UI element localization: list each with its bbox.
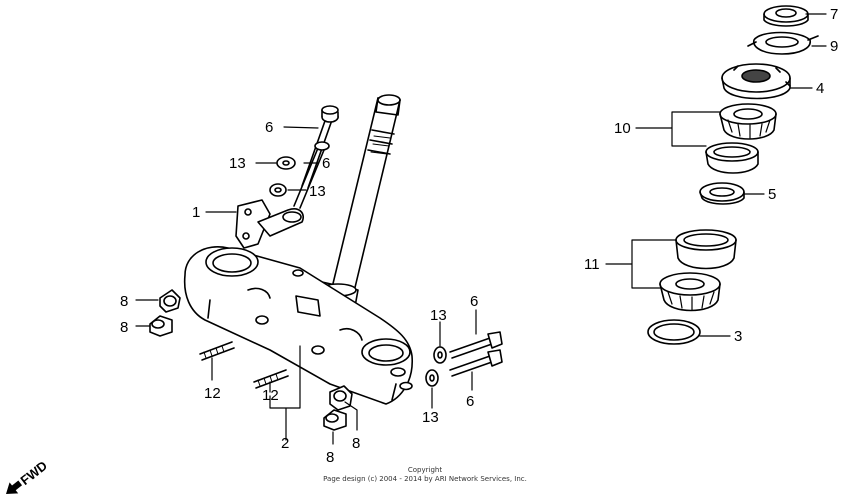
callout-7: 7 (830, 6, 838, 23)
stud-bolt-part-1 (199, 341, 235, 361)
callout-6-top-lower: 6 (322, 155, 330, 172)
callout-2: 2 (281, 435, 289, 452)
cap-nut-part-bottom-2 (323, 409, 347, 431)
washer-part-top-2 (269, 183, 287, 197)
washer-part-lower-1 (433, 346, 447, 364)
leader-lines (135, 13, 827, 445)
upper-bearing-race-part (705, 142, 759, 174)
callout-8-bottom-right: 8 (352, 435, 360, 452)
steering-stem-nut-part (763, 5, 809, 27)
forward-arrow-icon (6, 480, 23, 494)
callout-5: 5 (768, 186, 776, 203)
washer-part-top-1 (276, 156, 296, 170)
callout-13-top-upper: 13 (229, 155, 246, 172)
bolt-part-lower-2 (449, 349, 503, 377)
bolt-part-top-lower (293, 141, 330, 209)
copyright-line-2: Page design (c) 2004 - 2014 by ARI Netwo… (323, 475, 527, 483)
fwd-label: FWD (17, 458, 50, 488)
lower-bearing-race-part (675, 229, 737, 270)
adjusting-nut-part (721, 63, 791, 100)
callout-labels: 6 13 6 13 1 8 8 12 12 2 8 8 13 6 13 6 7 … (120, 6, 838, 466)
cable-guide-bracket-part (235, 199, 304, 249)
cap-nut-part-left-1 (159, 289, 181, 313)
steering-stem-part (183, 94, 413, 405)
callout-13-lower-upper: 13 (430, 307, 447, 324)
copyright-notice: Copyright Page design (c) 2004 - 2014 by… (323, 466, 527, 483)
washer-part-lower-2 (425, 369, 439, 387)
callout-8-bottom-left: 8 (326, 449, 334, 466)
callout-12-left: 12 (204, 385, 221, 402)
callout-10: 10 (614, 120, 631, 137)
copyright-line-1: Copyright (408, 466, 442, 474)
cap-nut-part-bottom-1 (329, 385, 353, 411)
lower-dust-seal-part (647, 319, 701, 345)
cap-nut-part-left-2 (149, 315, 173, 337)
upper-bearing-part (719, 103, 777, 140)
callout-13-lower-lower: 13 (422, 409, 439, 426)
callout-6-lower-lower: 6 (466, 393, 474, 410)
callout-11: 11 (584, 256, 600, 273)
bolt-part-top-upper (301, 105, 339, 189)
lock-washer-part (747, 31, 819, 55)
callout-9: 9 (830, 38, 838, 55)
callout-1: 1 (192, 204, 200, 221)
callout-8-left-lower: 8 (120, 319, 128, 336)
callout-6-top-upper: 6 (265, 119, 273, 136)
forward-direction-indicator: FWD (6, 458, 50, 494)
lower-bearing-part (659, 272, 721, 312)
bolt-part-lower-1 (449, 331, 503, 359)
callout-8-left-upper: 8 (120, 293, 128, 310)
stud-bolt-part-2 (253, 369, 289, 389)
callout-13-top-lower: 13 (309, 183, 326, 200)
dust-seal-part (699, 182, 745, 205)
callout-3: 3 (734, 328, 742, 345)
callout-12-right: 12 (262, 387, 279, 404)
callout-6-lower-upper: 6 (470, 293, 478, 310)
callout-4: 4 (816, 80, 824, 97)
